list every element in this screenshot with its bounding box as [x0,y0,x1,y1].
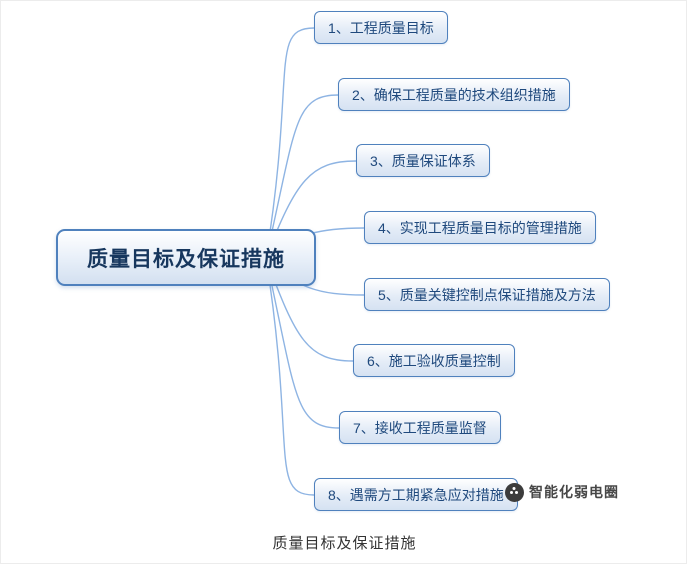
connector-branch-2 [265,94,339,259]
branch-node-6-label: 6、施工验收质量控制 [367,352,501,369]
branch-node-7: 7、接收工程质量监督 [339,411,501,444]
watermark: 智能化弱电圈 [505,482,619,502]
branch-node-8-label: 8、遇需方工期紧急应对措施 [328,486,504,503]
branch-node-8: 8、遇需方工期紧急应对措施 [314,478,518,511]
watermark-text: 智能化弱电圈 [529,484,619,500]
branch-node-3-label: 3、质量保证体系 [370,152,476,169]
branch-node-1: 1、工程质量目标 [314,11,448,44]
root-node-label: 质量目标及保证措施 [87,247,285,271]
branch-node-7-label: 7、接收工程质量监督 [353,419,487,436]
branch-node-3: 3、质量保证体系 [356,144,490,177]
connector-branch-7 [265,257,340,429]
branch-node-1-label: 1、工程质量目标 [328,19,434,36]
branch-node-4: 4、实现工程质量目标的管理措施 [364,211,596,244]
branch-node-4-label: 4、实现工程质量目标的管理措施 [378,219,582,236]
watermark-logo-icon [505,482,524,502]
diagram-caption: 质量目标及保证措施 [272,535,417,552]
branch-node-2: 2、确保工程质量的技术组织措施 [338,78,570,111]
branch-node-6: 6、施工验收质量控制 [353,344,515,377]
branch-node-5-label: 5、质量关键控制点保证措施及方法 [378,286,596,303]
branch-node-2-label: 2、确保工程质量的技术组织措施 [352,86,556,103]
connector-branch-8 [265,257,315,496]
root-node-quality-objectives: 质量目标及保证措施 [56,229,316,286]
connector-branch-1 [265,27,315,259]
branch-node-5: 5、质量关键控制点保证措施及方法 [364,278,610,311]
